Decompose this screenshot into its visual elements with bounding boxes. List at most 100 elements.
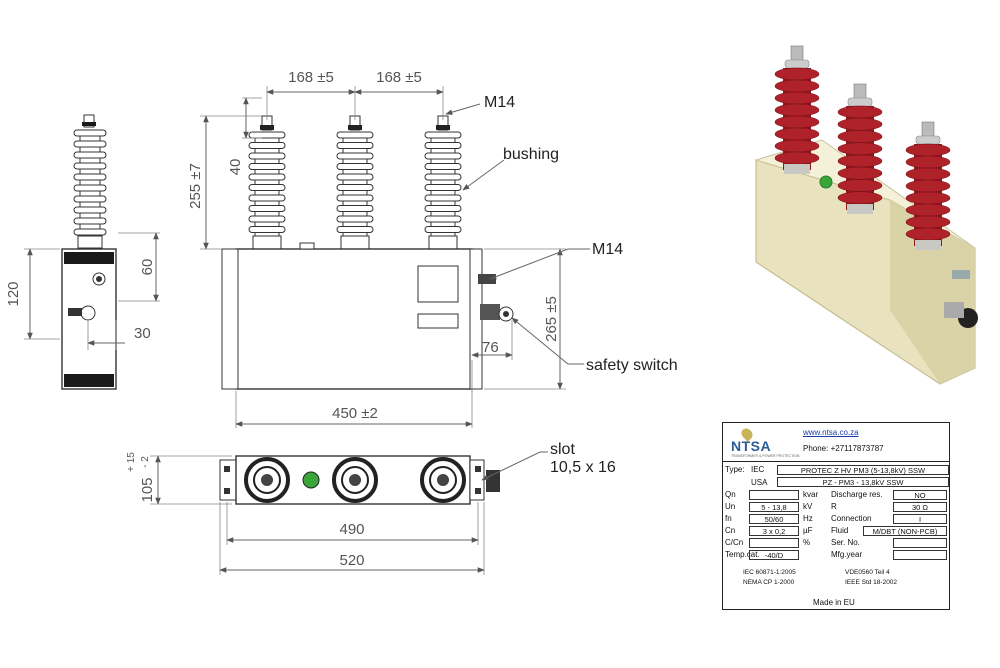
dim-switch-offset: 76 (482, 339, 499, 356)
render-bushing-3 (905, 121, 951, 250)
spec-label-2: R (831, 502, 837, 511)
spec-value: 50/60 (749, 514, 799, 524)
std-ieee: IEEE Std 18-2002 (845, 579, 898, 586)
made-in: Made in EU (813, 598, 855, 607)
dim-base-depth-tol-plus: + 15 (126, 452, 137, 472)
side-terminal (478, 274, 496, 284)
spec-value-2: M/DBT (NON-PCB) (863, 526, 947, 536)
top-bushing-1 (244, 457, 290, 503)
spec-unit: % (803, 538, 811, 547)
callout-thread-top: M14 (484, 94, 515, 111)
dim-body-width: 450 ±2 (332, 405, 378, 422)
dim-bushing-height: 255 ±7 (187, 163, 204, 209)
logo-subtext: TRANSFORMER & POWER PROTECTION (731, 454, 800, 458)
front-bushing-1 (248, 115, 286, 250)
callout-thread-side: M14 (592, 241, 623, 258)
dim-side-height: 120 (5, 281, 22, 306)
top-bushing-2 (332, 457, 378, 503)
side-view: 120 60 30 (5, 114, 160, 390)
top-safety-switch (486, 470, 500, 492)
front-bushing-2 (336, 115, 374, 250)
spec-label-2: Discharge res. (831, 490, 883, 499)
front-bushing-3 (424, 115, 462, 250)
spec-unit: kV (803, 502, 813, 511)
shed (73, 195, 107, 203)
spec-value (749, 490, 799, 500)
shed (73, 151, 107, 159)
shed (73, 228, 107, 236)
nameplate-header: NTSA TRANSFORMER & POWER PROTECTION www.… (723, 423, 949, 462)
render-bushing-2 (837, 83, 883, 214)
side-switch (80, 305, 96, 321)
spec-label: fn (725, 514, 732, 523)
spec-value-2: 30 Ω (893, 502, 947, 512)
shed (73, 162, 107, 170)
spec-value: -40/D (749, 550, 799, 560)
nameplate-url[interactable]: www.ntsa.co.za (803, 428, 859, 437)
shed (73, 173, 107, 181)
spec-label-2: Ser. No. (831, 538, 860, 547)
front-left-flange (221, 248, 239, 390)
spec-value-2 (893, 538, 947, 548)
shed (73, 206, 107, 214)
spec-value-2 (893, 550, 947, 560)
side-bushing (73, 114, 107, 249)
spec-label-2: Mfg.year (831, 550, 863, 559)
spec-label: Temp.cat. (725, 550, 760, 559)
spec-unit: µF (803, 526, 813, 535)
nameplate-phone: Phone: +27117873787 (803, 444, 884, 453)
side-bottom-band (64, 374, 114, 387)
spec-label-2: Fluid (831, 526, 849, 535)
render-side-terminal (952, 270, 970, 279)
front-safety-switch (480, 304, 514, 322)
spec-value: 3 x 0,2 (749, 526, 799, 536)
dim-base-depth-tol-minus: - 2 (140, 456, 151, 468)
spec-value-2: I (893, 514, 947, 524)
top-view: 105 + 15 - 2 490 520 slot 10,5 x 16 (126, 441, 616, 575)
dim-terminal-length: 40 (227, 159, 244, 176)
shed (73, 184, 107, 192)
callout-slot-line2: 10,5 x 16 (550, 459, 616, 476)
spec-unit: kvar (803, 490, 819, 499)
type-usa: USA (751, 478, 768, 487)
spec-label: Qn (725, 490, 736, 499)
type-label: Type: (725, 465, 745, 474)
spec-value: 5 - 13,8 (749, 502, 799, 512)
type-iec: IEC (751, 465, 765, 474)
shed (73, 129, 107, 137)
shed (73, 217, 107, 225)
dim-base-depth: 105 (139, 477, 156, 502)
std-iec: IEC 60871-1:2005 (743, 569, 796, 576)
dim-spacing-1: 168 ±5 (288, 69, 334, 86)
dim-overall-length: 520 (339, 552, 364, 569)
dim-body-height: 265 ±5 (543, 296, 560, 342)
std-nema: NEMA CP 1-2000 (743, 579, 795, 586)
dim-side-depth: 30 (134, 325, 151, 342)
dim-spacing-2: 168 ±5 (376, 69, 422, 86)
top-indicator-light (302, 471, 320, 489)
std-vde: VDE0560 Teil 4 (845, 569, 890, 576)
type-iec-value: PROTEC Z HV PM3 (5-13,8kV) SSW (777, 465, 949, 475)
render-bushing-1 (774, 45, 820, 174)
top-bushing-3 (420, 457, 466, 503)
render-indicator (819, 175, 833, 189)
type-usa-value: PZ - PM3 - 13,8kV SSW (777, 477, 949, 487)
spec-label: C/Cn (725, 538, 744, 547)
front-nameplate-window (417, 265, 459, 303)
callout-bushing: bushing (503, 146, 559, 163)
spec-label: Un (725, 502, 736, 511)
side-top-band (64, 252, 114, 264)
spec-value (749, 538, 799, 548)
logo-text: NTSA (731, 438, 772, 454)
spec-unit: Hz (803, 514, 813, 523)
spec-label: Cn (725, 526, 736, 535)
spec-label-2: Connection (831, 514, 872, 523)
shed (73, 140, 107, 148)
callout-slot-line1: slot (550, 441, 575, 458)
front-view: 168 ±5 168 ±5 255 ±7 40 450 ±2 265 ±5 76… (187, 69, 678, 428)
dim-mount-holes: 490 (339, 521, 364, 538)
dim-side-offset: 60 (139, 259, 156, 276)
spec-value-2: NO (893, 490, 947, 500)
nameplate: NTSA TRANSFORMER & POWER PROTECTION www.… (722, 422, 950, 610)
